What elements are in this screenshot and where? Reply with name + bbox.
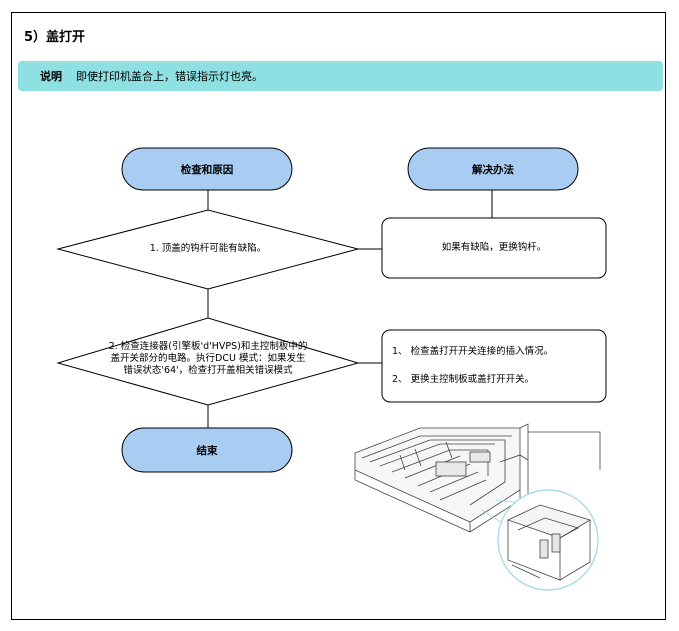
- note-banner: 说明 即使打印机盖合上，错误指示灯也亮。: [18, 61, 663, 91]
- note-label: 说明: [40, 70, 62, 83]
- solution-2-item-2: 2、 更换主控制板或盖打开开关。: [392, 374, 535, 385]
- cause-1-text: 1. 顶盖的钩杆可能有缺陷。: [149, 243, 267, 254]
- solution-box-1: [381, 217, 607, 279]
- solution-2-item-1: 1、 检查盖打开开关连接的插入情况。: [392, 346, 554, 357]
- page-frame: [11, 12, 666, 620]
- check-header-pill: [121, 147, 293, 191]
- decision-diamond-2: [56, 317, 360, 406]
- cause-2-text: 2. 检查连接器(引擎板'd'HVPS)和主控制板中的盖开关部分的电路。执行DC…: [108, 341, 308, 376]
- solution-header-label: 解决办法: [472, 164, 514, 176]
- decision-diamond-1: [56, 209, 360, 290]
- solution-1-text: 如果有缺陷，更换钩杆。: [441, 242, 547, 253]
- printer-illustration: [354, 423, 601, 533]
- section-title: 5）盖打开: [24, 30, 86, 45]
- magnified-detail: [497, 489, 599, 591]
- check-header-label: 检查和原因: [180, 164, 234, 176]
- solution-header-pill: [407, 147, 579, 191]
- solution-box-2: [381, 329, 607, 403]
- note-text: 即使打印机盖合上，错误指示灯也亮。: [76, 70, 263, 83]
- end-pill: [121, 427, 293, 473]
- end-label: 结束: [196, 445, 218, 457]
